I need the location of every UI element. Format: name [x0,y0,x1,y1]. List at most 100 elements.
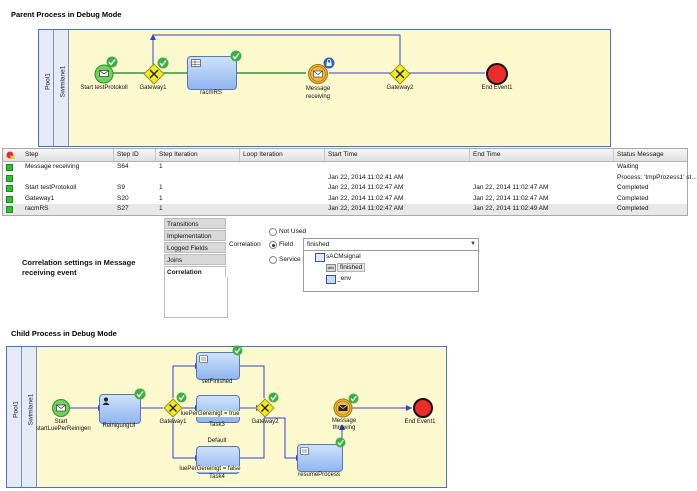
tab-correlation[interactable]: Correlation [164,266,226,277]
task-racmrs[interactable] [187,56,237,90]
check-icon [232,345,243,356]
status-square-icon [6,174,13,182]
task4-label: Task4 [209,474,225,480]
lock-icon [323,57,335,69]
gateway-x-icon[interactable] [255,398,275,418]
parent-pool [38,29,611,147]
cell-iter: 1 [159,205,163,212]
task-label: racmRS [200,90,222,96]
table-row[interactable]: Message receiving S64 1 Waiting [3,162,687,173]
table-row[interactable]: Jan 22, 2014 11:02:41 AM Process: 'tmpPr… [3,173,697,184]
child-gateway1-label: Gateway1 [159,419,187,425]
tab-transitions[interactable]: Transitions [164,218,226,229]
cell-iter: 1 [159,163,163,170]
resume-label: resumeProcess [298,472,340,478]
col-status-message[interactable]: Status Message [617,151,664,158]
cell-status: Process: 'tmpProzess1' st... [617,173,697,181]
col-step[interactable]: Step [25,151,39,158]
message-receive-icon[interactable] [307,63,329,85]
script-icon [199,355,208,363]
lane-header [22,347,37,487]
task-reinigungui[interactable] [99,394,141,424]
cell-status: Completed [617,184,649,191]
tab-logged-fields[interactable]: Logged Fields [164,242,226,253]
col-start-time[interactable]: Start Time [328,151,358,158]
task3-label: Task3 [209,422,225,428]
col-loop-iteration[interactable]: Loop Iteration [243,151,283,158]
col-step-iteration[interactable]: Step Iteration [159,151,198,158]
check-icon [176,392,187,403]
cell-end: Jan 22, 2014 11:02:49 AM [473,205,549,212]
task-task3[interactable] [196,395,240,423]
cell-start: Jan 22, 2014 11:02:47 AM [328,194,404,202]
field-dropdown-value: finished [307,240,330,248]
cell-iter: 1 [159,194,163,202]
chevron-down-icon[interactable]: ▼ [470,241,476,247]
cell-step: Start testProtokoll [25,184,77,191]
task-resumeprocess[interactable] [297,444,343,472]
table-row[interactable]: Gateway1 S20 1 Jan 22, 2014 11:02:47 AM … [3,194,687,205]
start-label: Start testProtokoll [80,85,128,91]
correlation-label: Correlation [229,241,261,248]
gateway2-label: Gateway2 [386,85,414,91]
end-event-icon[interactable] [412,397,434,419]
lane-header [54,30,69,146]
end-label: End Event1 [481,85,513,91]
cell-start: Jan 22, 2014 11:02:41 AM [328,173,404,181]
tree-env[interactable]: _env [337,275,352,282]
table-row[interactable]: Start testProtokoll S9 1 Jan 22, 2014 11… [3,183,687,194]
gateway-x-icon[interactable] [163,398,183,418]
tab-joins[interactable]: Joins [164,254,226,265]
end-event-icon[interactable] [485,62,509,86]
settings-caption: Correlation settings in Message receivin… [22,258,136,277]
tab-implementation[interactable]: Implementation [164,230,226,241]
radio-service[interactable] [269,256,277,264]
col-step-id[interactable]: Step ID [117,151,139,158]
child-start-label: Start startLuePerReinigen [36,419,91,432]
cell-end: Jan 22, 2014 11:02:47 AM [473,194,549,202]
structure-icon [315,253,325,262]
task-setfinished[interactable] [196,352,240,380]
start-event-icon[interactable] [94,63,118,85]
cell-status: Completed [617,194,649,202]
default-label: Default [207,438,227,444]
cell-step: Gateway1 [25,194,55,202]
cell-id: S27 [117,205,129,212]
status-square-icon [6,185,13,192]
debug-steps-table: Step Step ID Step Iteration Loop Iterati… [2,148,697,216]
child-gateway2-label: Gateway2 [251,419,279,425]
setfinished-label: setFinished [201,379,233,385]
message-label: Message receiving [305,86,331,100]
tree-child-selected[interactable]: finished [337,263,366,272]
cell-id: S20 [117,194,129,202]
child-end-label: End Event1 [404,419,436,425]
user-icon [102,397,110,405]
tab-panel-body [164,277,228,318]
pool-header [7,347,22,487]
cell-iter: 1 [159,184,163,191]
radio-field[interactable] [269,241,277,249]
reinigung-label: ReinigungUI [102,423,136,429]
check-icon [106,56,118,68]
cell-end: Jan 22, 2014 11:02:47 AM [473,184,549,191]
pool-header [39,30,54,146]
start-event-icon[interactable] [51,398,71,418]
status-icon [6,151,15,159]
message-throwing-label: Message throwing [331,418,357,431]
check-icon [157,57,169,69]
message-throw-icon[interactable] [333,398,353,418]
cell-id: S9 [117,184,125,191]
gateway-x-icon[interactable] [389,63,411,85]
parent-diagram [112,34,485,74]
gateway-x-icon[interactable] [143,63,165,85]
string-field-icon: abc [326,264,336,272]
table-row[interactable]: racmRS S27 1 Jan 22, 2014 11:02:47 AM Ja… [3,204,687,215]
radio-not-used[interactable] [269,228,277,236]
cell-step: Message receiving [25,163,80,170]
status-square-icon [6,164,13,171]
tree-root[interactable]: sACMsignal [326,253,361,260]
gateway1-label: Gateway1 [139,85,167,91]
col-end-time[interactable]: End Time [473,151,501,158]
cond-false-label: luePerGereinigt = false [178,466,242,472]
check-icon [134,388,146,400]
